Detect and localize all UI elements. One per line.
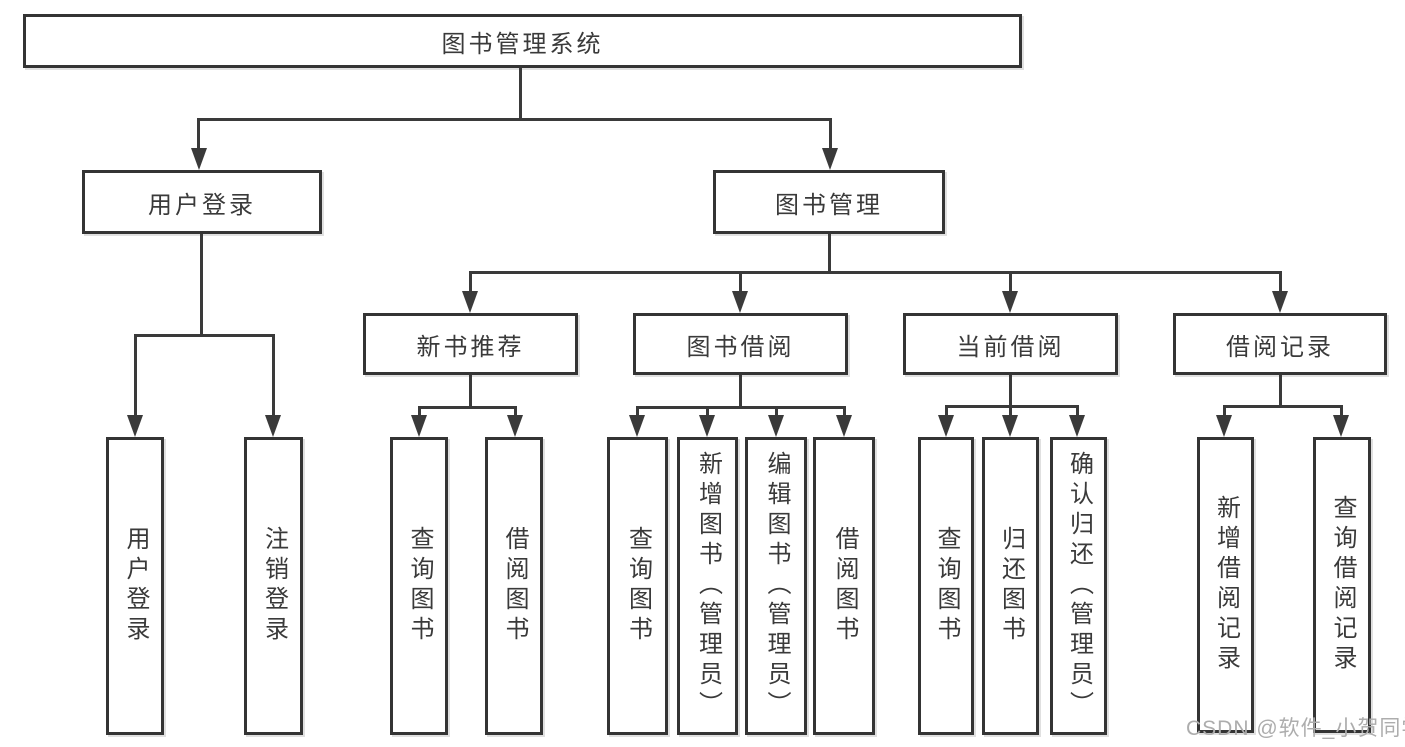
leaf-br-query-record: 查询借阅记录 [1313, 437, 1371, 733]
arrow-head-icon [768, 415, 784, 437]
connector-line [134, 334, 137, 417]
connector-line [519, 68, 522, 121]
connector-line [1223, 405, 1226, 417]
connector-line [198, 118, 832, 121]
connector-line [197, 118, 200, 150]
connector-line [636, 406, 845, 409]
arrow-head-icon [411, 415, 427, 437]
leaf-user-login: 用户登录 [106, 437, 164, 735]
connector-line [828, 234, 831, 274]
arrow-head-icon [1216, 415, 1232, 437]
connector-line [739, 271, 742, 293]
node-borrow-records-label: 借阅记录 [1226, 333, 1334, 361]
connector-line [200, 234, 203, 337]
connector-line [272, 334, 275, 417]
connector-line [945, 405, 1079, 408]
connector-line [1076, 405, 1079, 417]
node-book-management-label: 图书管理 [775, 191, 883, 219]
leaf-br-query-record-label: 查询借阅记录 [1329, 495, 1356, 675]
leaf-bb-edit-books-admin: 编辑图书（管理员） [745, 437, 807, 735]
leaf-bb-borrow-books-label: 借阅图书 [831, 526, 858, 646]
leaf-bb-query-books-label: 查询图书 [624, 526, 652, 646]
leaf-bb-edit-books-admin-label: 编辑图书（管理员） [763, 451, 790, 721]
arrow-head-icon [822, 148, 838, 170]
connector-line [134, 334, 275, 337]
connector-line [706, 406, 709, 417]
connector-line [843, 406, 846, 417]
node-borrow-records: 借阅记录 [1173, 313, 1387, 375]
leaf-br-add-record-label: 新增借阅记录 [1212, 495, 1240, 675]
leaf-cb-query-books: 查询图书 [918, 437, 974, 735]
arrow-head-icon [1002, 415, 1018, 437]
connector-line [1009, 375, 1012, 408]
leaf-bb-add-books-admin: 新增图书（管理员） [677, 437, 738, 735]
connector-line [739, 375, 742, 409]
leaf-nbr-borrow-books: 借阅图书 [485, 437, 543, 735]
arrow-head-icon [1272, 291, 1288, 313]
arrow-head-icon [191, 148, 207, 170]
connector-line [1009, 271, 1012, 293]
connector-line [775, 406, 778, 417]
leaf-bb-borrow-books: 借阅图书 [813, 437, 875, 735]
leaf-nbr-query-books-label: 查询图书 [406, 526, 433, 646]
leaf-user-login-label: 用户登录 [122, 526, 149, 646]
connector-line [1279, 271, 1282, 293]
leaf-nbr-query-books: 查询图书 [390, 437, 448, 735]
arrow-head-icon [732, 291, 748, 313]
leaf-cb-return-books-label: 归还图书 [997, 526, 1025, 646]
connector-line [514, 406, 517, 417]
node-new-book-recommend: 新书推荐 [363, 313, 578, 375]
node-library-system-label: 图书管理系统 [441, 30, 604, 58]
leaf-cb-query-books-label: 查询图书 [933, 526, 960, 646]
node-current-borrow-label: 当前借阅 [956, 333, 1065, 361]
connector-line [636, 406, 639, 417]
connector-line [469, 271, 472, 293]
leaf-bb-add-books-admin-label: 新增图书（管理员） [694, 451, 722, 721]
arrow-head-icon [1002, 291, 1018, 313]
leaf-cb-return-books: 归还图书 [982, 437, 1039, 735]
node-book-borrow-label: 图书借阅 [686, 333, 795, 361]
connector-line [829, 118, 832, 150]
connector-line [418, 406, 517, 409]
arrow-head-icon [265, 415, 281, 437]
leaf-nbr-borrow-books-label: 借阅图书 [501, 526, 528, 646]
arrow-head-icon [127, 415, 143, 437]
leaf-br-add-record: 新增借阅记录 [1197, 437, 1254, 733]
node-book-management: 图书管理 [713, 170, 945, 234]
connector-line [469, 271, 1281, 274]
node-current-borrow: 当前借阅 [903, 313, 1118, 375]
arrow-head-icon [462, 291, 478, 313]
node-book-borrow: 图书借阅 [633, 313, 848, 375]
arrow-head-icon [507, 415, 523, 437]
arrow-head-icon [1069, 415, 1085, 437]
leaf-bb-query-books: 查询图书 [607, 437, 668, 735]
node-user-login-label: 用户登录 [148, 191, 256, 219]
leaf-cb-confirm-return-admin-label: 确认归还（管理员） [1065, 451, 1093, 721]
arrow-head-icon [629, 415, 645, 437]
arrow-head-icon [938, 415, 954, 437]
leaf-cb-confirm-return-admin: 确认归还（管理员） [1050, 437, 1107, 735]
node-new-book-recommend-label: 新书推荐 [416, 333, 525, 361]
connector-line [418, 406, 421, 417]
csdn-watermark: CSDN @软件_小贺同学 [1186, 717, 1405, 740]
connector-line [1009, 405, 1012, 417]
node-user-login: 用户登录 [82, 170, 322, 234]
connector-line [469, 375, 472, 409]
node-library-system: 图书管理系统 [23, 14, 1022, 68]
arrow-head-icon [1333, 415, 1349, 437]
arrow-head-icon [699, 415, 715, 437]
arrow-head-icon [836, 415, 852, 437]
connector-line [1223, 405, 1343, 408]
connector-line [1279, 375, 1282, 408]
leaf-logout-label: 注销登录 [260, 526, 288, 646]
connector-line [945, 405, 948, 417]
leaf-logout: 注销登录 [244, 437, 303, 735]
connector-line [1340, 405, 1343, 417]
